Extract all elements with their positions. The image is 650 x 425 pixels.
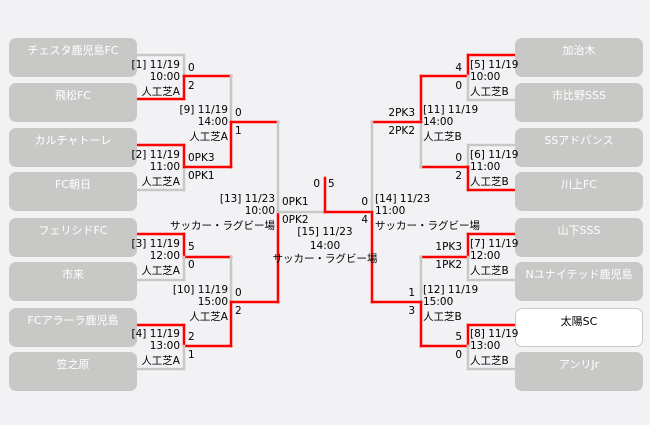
m7-venue: 人工芝B xyxy=(470,265,509,277)
m13-score-top: 0PK1 xyxy=(282,196,309,208)
m2-score-top: 0PK3 xyxy=(188,152,215,164)
team-right-7[interactable]: 太陽SC xyxy=(515,308,643,347)
team-right-1[interactable]: 加治木 xyxy=(515,38,643,77)
m5-time: 10:00 xyxy=(470,71,501,83)
m2-score-bottom: 0PK1 xyxy=(188,170,215,182)
team-left-1[interactable]: チェスタ鹿児島FC xyxy=(9,38,137,77)
team-left-6[interactable]: 市来 xyxy=(9,262,137,301)
m5-score-bottom: 0 xyxy=(455,80,462,92)
m14-venue: サッカー・ラグビー場 xyxy=(375,220,480,232)
m8-time: 13:00 xyxy=(470,340,501,352)
m3-label: [3] 11/19 xyxy=(131,238,180,250)
m14-score-top: 0 xyxy=(361,196,368,208)
m13-label: [13] 11/23 xyxy=(219,193,275,205)
m11-score-bottom: 2PK2 xyxy=(388,125,415,137)
m9-time: 14:00 xyxy=(197,116,228,128)
m1-score-top: 0 xyxy=(188,62,195,74)
m4-score-top: 2 xyxy=(188,331,195,343)
m12-label: [12] 11/19 xyxy=(423,284,479,296)
team-right-5[interactable]: 山下SSS xyxy=(515,218,643,257)
m5-score-top: 4 xyxy=(455,62,462,74)
team-left-3[interactable]: カルチャトーレ xyxy=(9,128,137,167)
m8-venue: 人工芝B xyxy=(470,355,509,367)
m1-venue: 人工芝A xyxy=(141,86,180,98)
m13-score-bottom: 0PK2 xyxy=(282,214,309,226)
m13-venue: サッカー・ラグビー場 xyxy=(170,220,275,232)
m8-label: [8] 11/19 xyxy=(470,328,519,340)
m9-score-top: 0 xyxy=(235,107,242,119)
m10-score-bottom: 2 xyxy=(235,305,242,317)
m10-score-top: 0 xyxy=(235,287,242,299)
m10-venue: 人工芝A xyxy=(189,311,228,323)
m11-venue: 人工芝B xyxy=(423,131,462,143)
m1-label: [1] 11/19 xyxy=(131,59,180,71)
m5-venue: 人工芝B xyxy=(470,86,509,98)
m10-label: [10] 11/19 xyxy=(172,284,228,296)
m14-score-bottom: 4 xyxy=(361,214,368,226)
m6-score-bottom: 2 xyxy=(455,170,462,182)
m4-score-bottom: 1 xyxy=(188,349,195,361)
team-right-6[interactable]: Nユナイテッド鹿児島 xyxy=(515,262,643,301)
m9-label: [9] 11/19 xyxy=(179,104,228,116)
team-right-8[interactable]: アンリJr xyxy=(515,352,643,391)
m8-score-top: 5 xyxy=(455,331,462,343)
m12-venue: 人工芝B xyxy=(423,311,462,323)
m1-score-bottom: 2 xyxy=(188,80,195,92)
m14-label: [14] 11/23 xyxy=(375,193,431,205)
m2-time: 11:00 xyxy=(149,161,180,173)
team-left-7[interactable]: FCアラーラ鹿児島 xyxy=(9,308,137,347)
m11-label: [11] 11/19 xyxy=(423,104,479,116)
m3-time: 12:00 xyxy=(149,250,180,262)
m1-time: 10:00 xyxy=(149,71,180,83)
team-left-5[interactable]: フェリシドFC xyxy=(9,218,137,257)
m15-label: [15] 11/23 xyxy=(297,226,353,238)
team-left-4[interactable]: FC朝日 xyxy=(9,172,137,211)
m6-venue: 人工芝B xyxy=(470,176,509,188)
m7-score-top: 1PK3 xyxy=(435,241,462,253)
m13-time: 10:00 xyxy=(244,205,275,217)
m2-venue: 人工芝A xyxy=(141,176,180,188)
m9-venue: 人工芝A xyxy=(189,131,228,143)
m15-score-right: 5 xyxy=(328,178,335,190)
m7-label: [7] 11/19 xyxy=(470,238,519,250)
m3-score-top: 5 xyxy=(188,241,195,253)
m11-time: 14:00 xyxy=(423,116,454,128)
m6-score-top: 0 xyxy=(455,152,462,164)
m12-score-top: 1 xyxy=(408,287,415,299)
m10-time: 15:00 xyxy=(197,296,228,308)
m3-score-bottom: 0 xyxy=(188,259,195,271)
m11-score-top: 2PK3 xyxy=(388,107,415,119)
m12-time: 15:00 xyxy=(423,296,454,308)
m7-score-bottom: 1PK2 xyxy=(435,259,462,271)
m15-time: 14:00 xyxy=(309,240,341,252)
m4-time: 13:00 xyxy=(149,340,180,352)
team-left-2[interactable]: 飛松FC xyxy=(9,83,137,122)
m12-score-bottom: 3 xyxy=(408,305,415,317)
m2-label: [2] 11/19 xyxy=(131,149,180,161)
m4-venue: 人工芝A xyxy=(141,355,180,367)
m9-score-bottom: 1 xyxy=(235,125,242,137)
m4-label: [4] 11/19 xyxy=(131,328,180,340)
team-left-8[interactable]: 笠之原 xyxy=(9,352,137,391)
m3-venue: 人工芝A xyxy=(141,265,180,277)
m14-time: 11:00 xyxy=(375,205,406,217)
m15-venue: サッカー・ラグビー場 xyxy=(272,253,378,265)
m6-time: 11:00 xyxy=(470,161,501,173)
team-right-3[interactable]: SSアドバンス xyxy=(515,128,643,167)
m7-time: 12:00 xyxy=(470,250,501,262)
team-right-4[interactable]: 川上FC xyxy=(515,172,643,211)
m5-label: [5] 11/19 xyxy=(470,59,519,71)
m15-score-left: 0 xyxy=(313,178,320,190)
team-right-2[interactable]: 市比野SSS xyxy=(515,83,643,122)
m8-score-bottom: 0 xyxy=(455,349,462,361)
m6-label: [6] 11/19 xyxy=(470,149,519,161)
